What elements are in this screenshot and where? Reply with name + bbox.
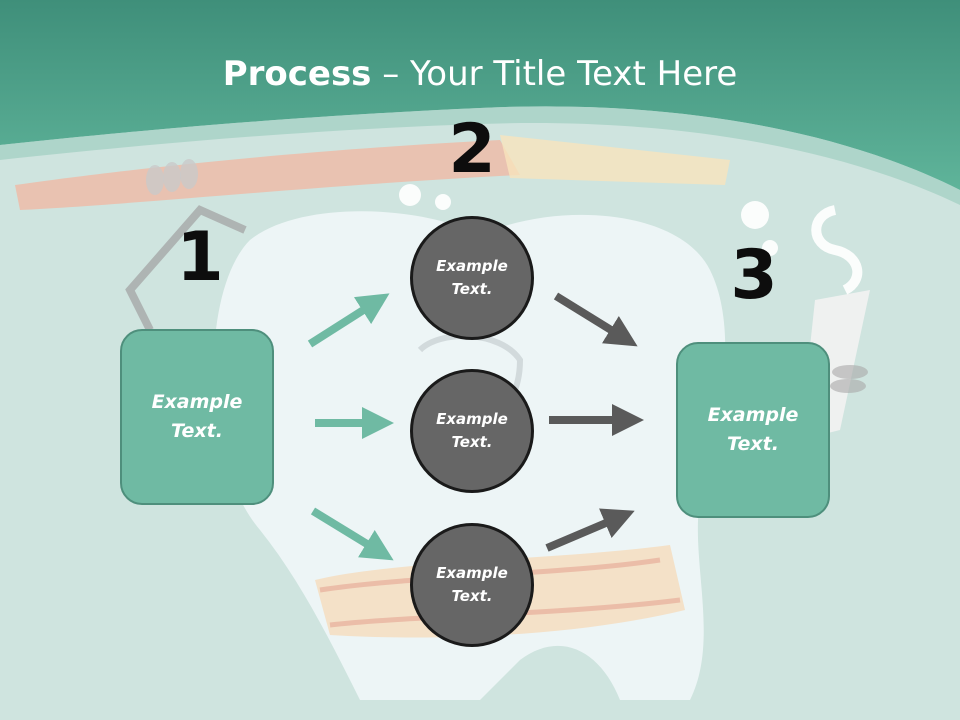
slide-title: Process – Your Title Text Here: [0, 52, 960, 96]
step-circle-1-line2: Text.: [451, 280, 493, 298]
title-bold: Process: [222, 54, 372, 94]
arrow-box1-to-circle3: [310, 507, 394, 561]
step-number-1: 1: [176, 218, 224, 297]
step-box-3-line1: Example: [707, 404, 799, 426]
arrow-circle1-to-box3: [553, 292, 638, 347]
step-circle-2-line1: Example: [436, 410, 508, 428]
arrow-circle3-to-box3: [545, 508, 635, 552]
step-box-3-line2: Text.: [727, 433, 779, 455]
step-box-1-line2: Text.: [171, 420, 223, 442]
toothbrush-bristles: [500, 135, 730, 185]
step-number-3: 3: [730, 236, 778, 315]
title-rest: – Your Title Text Here: [371, 54, 738, 94]
step-circle-3-line2: Text.: [451, 587, 493, 605]
step-box-1-line1: Example: [151, 391, 243, 413]
step-circle-1-line1: Example: [436, 257, 508, 275]
toothbrush-handle: [15, 140, 520, 210]
step-circle-2-line2: Text.: [451, 433, 493, 451]
arrow-box1-to-circle1: [307, 293, 390, 348]
header-wave: [0, 0, 960, 190]
step-number-2: 2: [448, 110, 496, 189]
step-circle-3-line1: Example: [436, 564, 508, 582]
